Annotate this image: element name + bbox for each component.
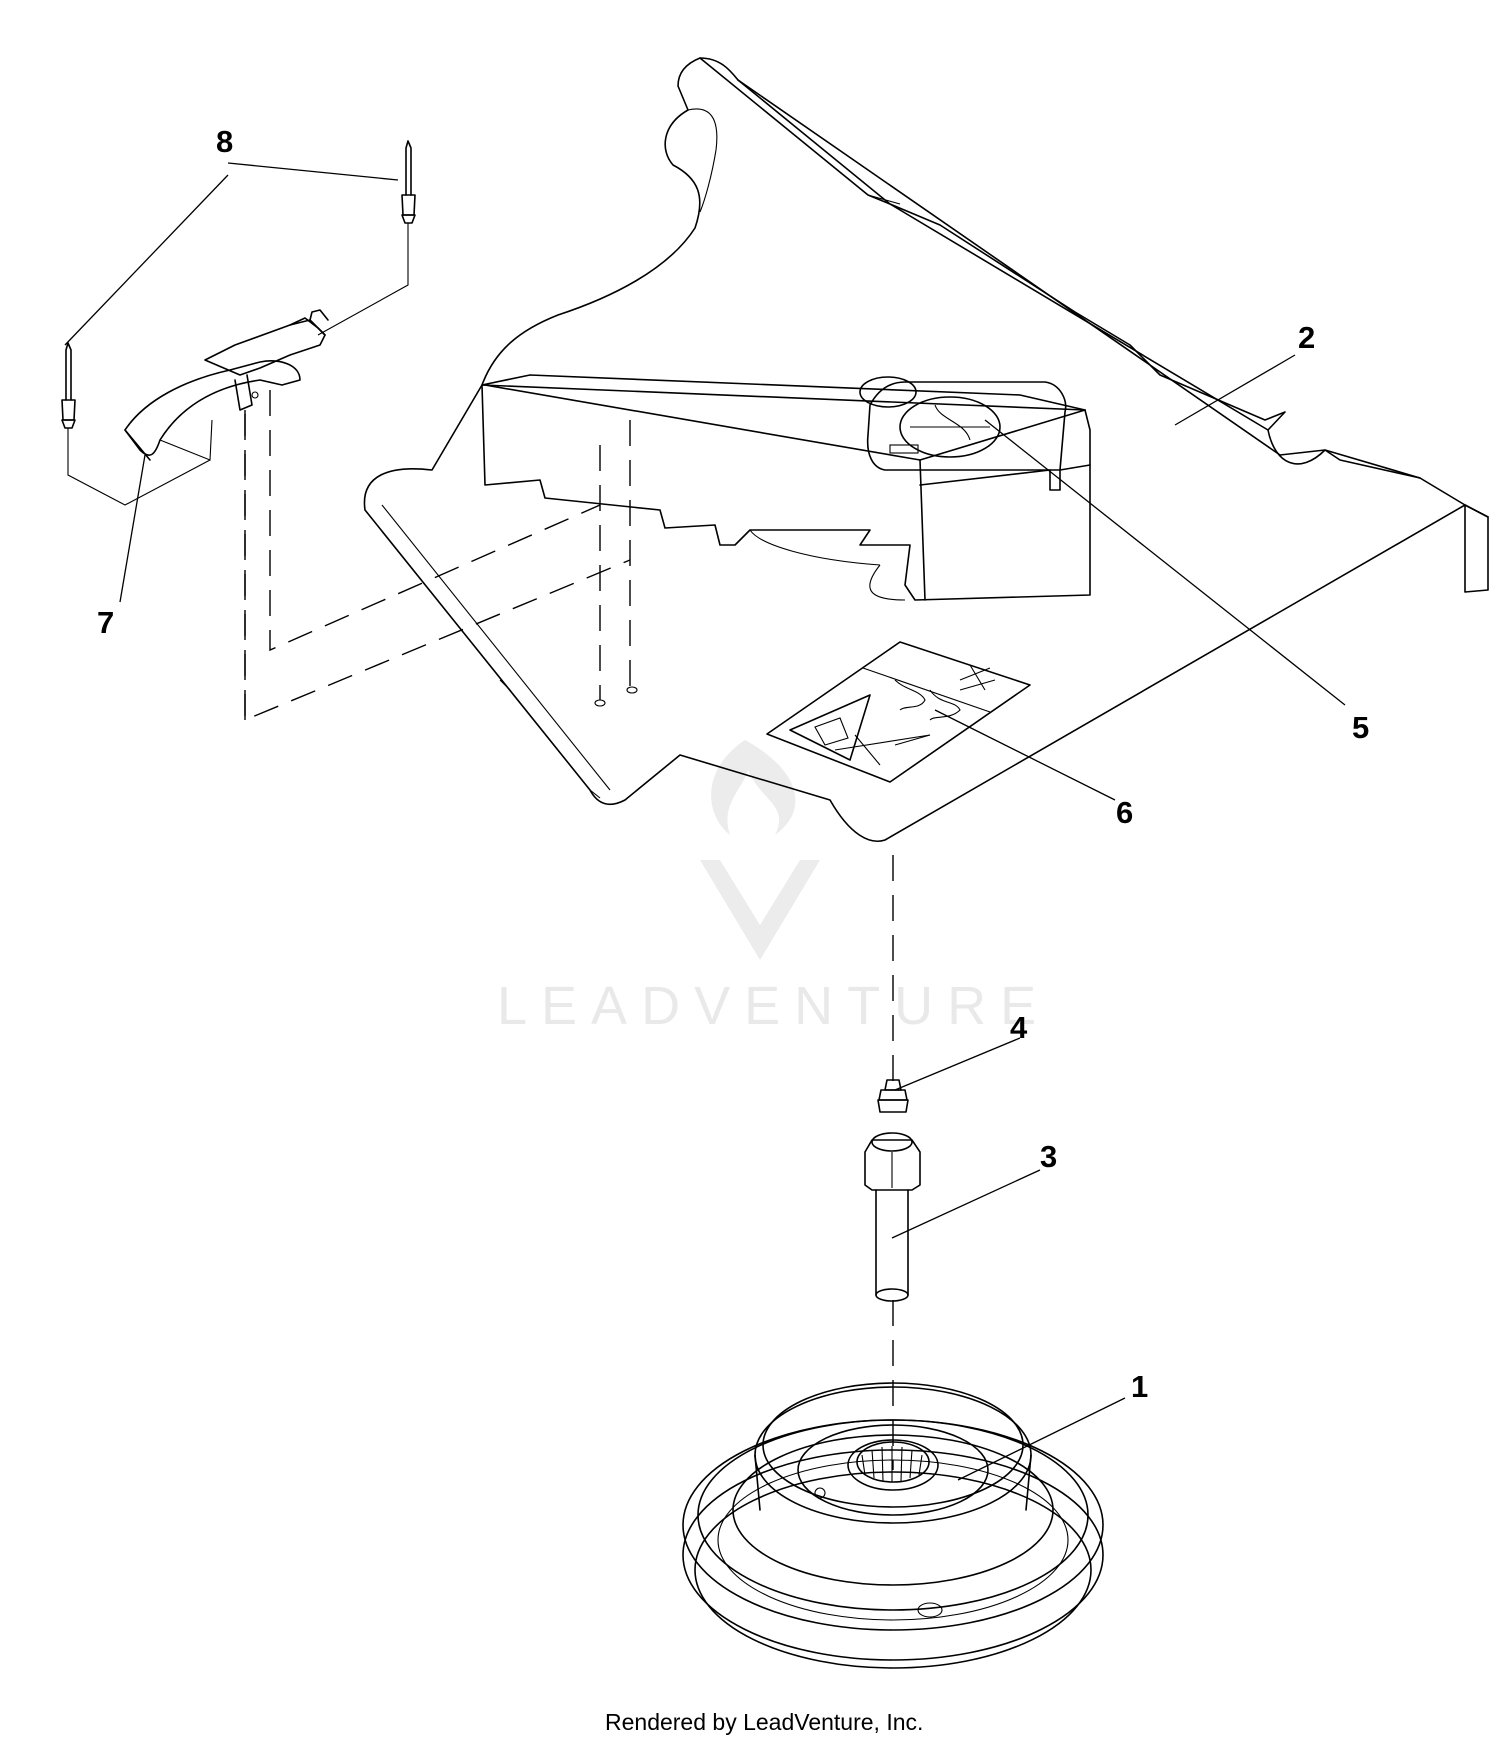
- pulley: [682, 1382, 1104, 1669]
- deck-shield: [363, 57, 1489, 842]
- callout-7: 7: [97, 605, 114, 640]
- callout-2: 2: [1298, 320, 1315, 355]
- housing-decal: [866, 381, 1067, 471]
- grease-fitting: [877, 1079, 909, 1113]
- callout-6: 6: [1116, 795, 1133, 830]
- callout-5: 5: [1352, 710, 1369, 745]
- deck-hole-b: [626, 686, 638, 694]
- decal-circle-icon: [899, 396, 1001, 458]
- housing-hole: [859, 376, 917, 408]
- mower-decal-icon: [894, 664, 996, 721]
- callout-3: 3: [1040, 1139, 1057, 1174]
- watermark: LEADVENTURE: [497, 740, 1050, 1036]
- leader-lines: [64, 162, 1346, 1481]
- rivet-left: [61, 342, 211, 506]
- housing-box: [481, 374, 1091, 601]
- footer-credit: Rendered by LeadVenture, Inc.: [605, 1709, 923, 1735]
- spindle-bolt: [864, 1132, 921, 1302]
- callout-4: 4: [1010, 1010, 1028, 1045]
- warning-decal-icon: [789, 694, 871, 761]
- deck-decal: [766, 641, 1031, 783]
- rivet-right: [317, 140, 416, 336]
- callout-8: 8: [216, 124, 233, 159]
- deck-hole-a: [594, 699, 606, 707]
- watermark-text: LEADVENTURE: [497, 976, 1050, 1036]
- callout-1: 1: [1131, 1369, 1148, 1404]
- latch-assembly: [124, 309, 329, 461]
- watermark-logo-icon: [700, 740, 820, 960]
